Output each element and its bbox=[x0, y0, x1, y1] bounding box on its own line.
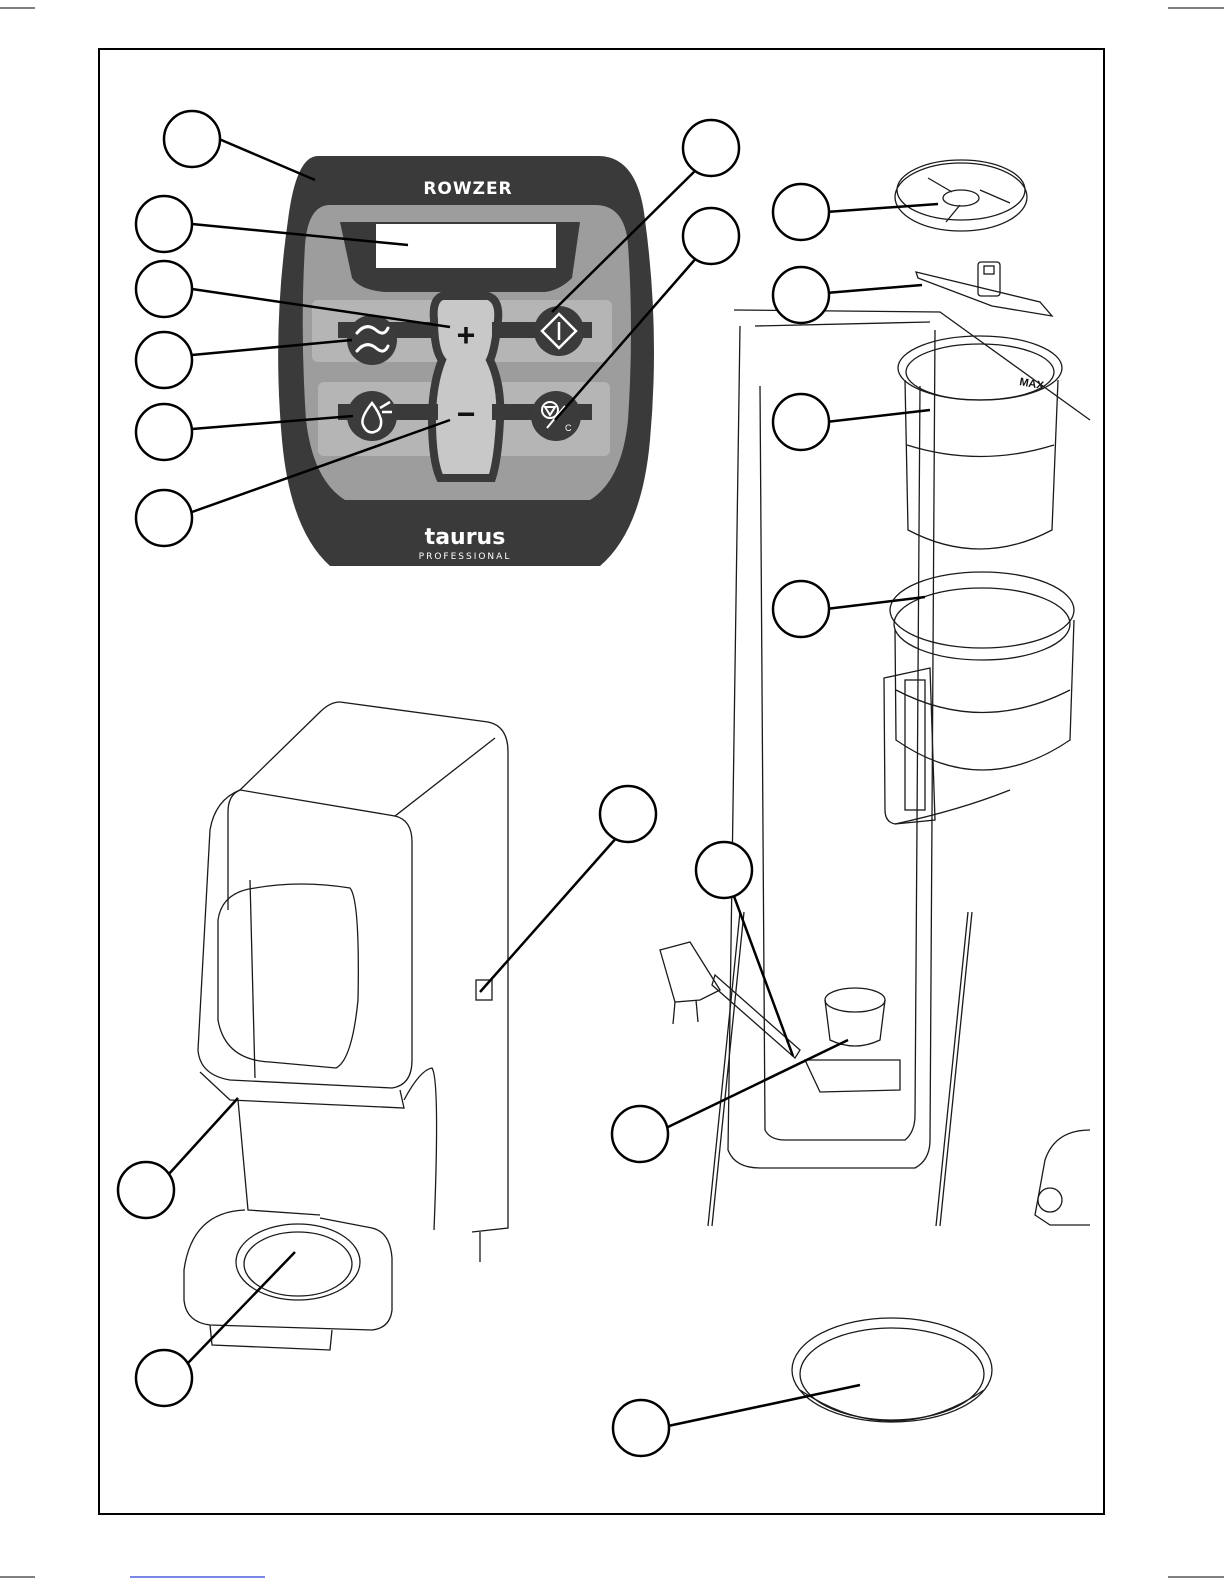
start-button[interactable] bbox=[534, 306, 584, 356]
callout-7 bbox=[683, 120, 739, 176]
callout-11 bbox=[773, 394, 829, 450]
lid bbox=[895, 160, 1027, 231]
cancel-label: C bbox=[565, 423, 572, 433]
jug bbox=[884, 572, 1074, 824]
callout-14 bbox=[696, 842, 752, 898]
callout-9 bbox=[773, 184, 829, 240]
callout-15 bbox=[612, 1106, 668, 1162]
minus-icon: − bbox=[457, 396, 476, 432]
display-screen bbox=[376, 224, 556, 268]
callout-1 bbox=[164, 111, 220, 167]
callout-2 bbox=[136, 196, 192, 252]
program-button[interactable] bbox=[347, 391, 397, 441]
plus-button[interactable]: + bbox=[457, 317, 476, 353]
blender-body bbox=[184, 702, 508, 1350]
pulse-button[interactable] bbox=[347, 315, 397, 365]
callout-12 bbox=[773, 581, 829, 637]
callout-16 bbox=[118, 1162, 174, 1218]
callout-5 bbox=[136, 404, 192, 460]
minus-button[interactable]: − bbox=[457, 396, 476, 432]
bowl bbox=[898, 336, 1062, 549]
switch-detail bbox=[708, 310, 1090, 1226]
callout-13 bbox=[600, 786, 656, 842]
callout-8 bbox=[683, 208, 739, 264]
callout-18 bbox=[613, 1400, 669, 1456]
control-panel: ROWZER taurus PROFESSIONAL + bbox=[278, 156, 654, 566]
callout-6 bbox=[136, 490, 192, 546]
panel-brand-line: PROFESSIONAL bbox=[419, 552, 512, 562]
panel-brand-model: ROWZER bbox=[423, 179, 512, 199]
callout-10 bbox=[773, 267, 829, 323]
panel-brand-maker: taurus bbox=[425, 525, 506, 550]
drip-tray bbox=[792, 1318, 992, 1422]
blade bbox=[916, 262, 1052, 316]
callout-17 bbox=[136, 1350, 192, 1406]
callout-4 bbox=[136, 332, 192, 388]
plus-icon: + bbox=[457, 317, 476, 353]
callout-3 bbox=[136, 261, 192, 317]
